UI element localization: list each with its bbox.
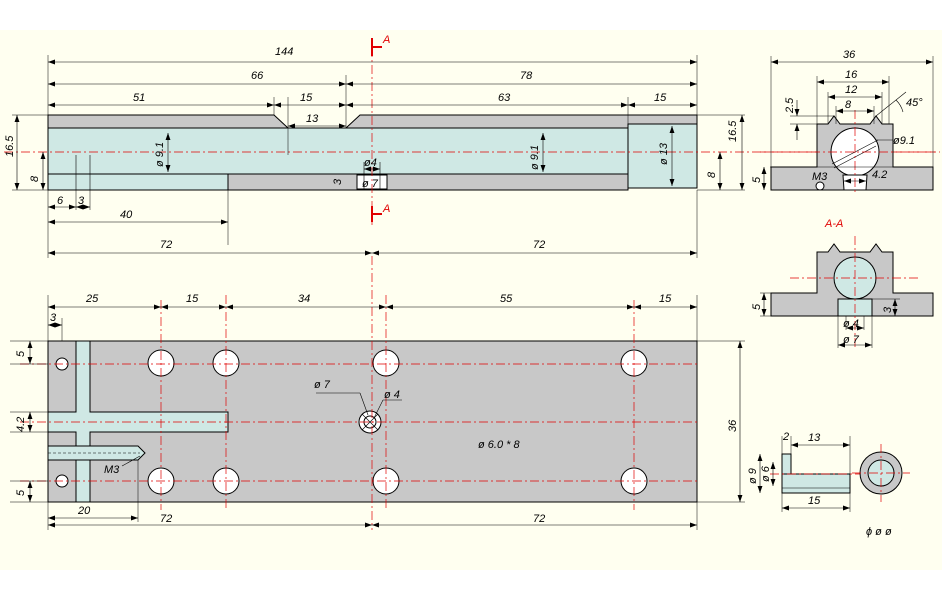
end-angle-45: 45° — [906, 97, 923, 109]
pin-dim-6: ø 6 — [760, 465, 772, 482]
dim-36-plan: 36 — [727, 419, 739, 432]
end-dim-12: 12 — [845, 84, 857, 96]
dim-20: 20 — [77, 505, 91, 517]
front-bore-channel — [47, 127, 629, 175]
dim-25: 25 — [85, 293, 99, 305]
dim-height-16-5-right: 16.5 — [727, 120, 739, 142]
dim-slot-40: 40 — [120, 209, 133, 221]
section-view: A-A 5 3 ø 4 ø 7 — [751, 218, 934, 350]
end-dim-16: 16 — [845, 69, 858, 81]
dim-half-right: 72 — [533, 239, 545, 251]
section-marker-bottom: A — [382, 203, 390, 215]
pin-dim-9: ø 9 — [747, 468, 759, 484]
section-dim-3: 3 — [882, 306, 894, 313]
dim-bore-left: ø 9.1 — [154, 142, 166, 167]
end-thread-label: M3 — [812, 171, 828, 183]
dim-slot-13: 13 — [306, 113, 319, 125]
footer-symbols: ϕ ø ø — [866, 526, 892, 538]
dim-51: 51 — [133, 92, 145, 104]
pin-detail: 2 13 ø 9 ø 6 15 — [747, 431, 910, 512]
dim-hole-7: ø 7 — [362, 178, 379, 190]
hole-pattern-label: ø 6.0 * 8 — [478, 439, 520, 451]
pin-dim-13: 13 — [808, 432, 821, 444]
dim-half-left-plan: 72 — [160, 513, 172, 525]
dim-counterbore: ø 13 — [658, 142, 670, 165]
plan-thread-channel — [47, 445, 146, 461]
section-title: A-A — [824, 218, 843, 230]
section-dim-5: 5 — [751, 303, 763, 310]
dim-15b-plan: 15 — [659, 293, 672, 305]
pin-dim-15: 15 — [808, 495, 821, 507]
dim-15a-plan: 15 — [186, 293, 199, 305]
front-counterbore — [627, 123, 698, 189]
pin-shaft — [781, 473, 851, 494]
dim-half-right-plan: 72 — [533, 513, 545, 525]
dim-66: 66 — [251, 70, 264, 82]
center-hole-outer-label: ø 7 — [314, 379, 331, 391]
dim-hole-4: ø4 — [364, 157, 377, 169]
front-lower-right — [227, 173, 629, 191]
dim-height-8: 8 — [29, 175, 41, 182]
plan-view: 25 15 34 55 15 3 5 4.2 5 36 — [10, 256, 745, 530]
dim-34: 34 — [298, 293, 310, 305]
center-hole-inner-label: ø 4 — [384, 389, 400, 401]
dim-height-16-5: 16.5 — [4, 135, 16, 157]
end-bore-label: ø9.1 — [893, 135, 915, 147]
thread-label: M3 — [104, 464, 120, 476]
dim-5-bottom: 5 — [15, 489, 27, 496]
end-dim-5: 5 — [751, 176, 763, 183]
pin-dim-2: 2 — [782, 431, 789, 443]
section-hole-7: ø 7 — [843, 334, 860, 346]
end-dim-36: 36 — [843, 49, 856, 61]
dim-step-3: 3 — [78, 195, 85, 207]
front-lower-left — [47, 173, 229, 191]
dim-depth-3: 3 — [332, 178, 344, 185]
end-dim-2-5: 2.5 — [784, 97, 796, 114]
dim-55: 55 — [500, 293, 513, 305]
dim-63: 63 — [498, 92, 511, 104]
dim-78: 78 — [520, 70, 533, 82]
dim-15a: 15 — [300, 92, 313, 104]
dim-height-8-right: 8 — [706, 171, 718, 178]
dim-bore-right: ø 9.1 — [529, 145, 541, 170]
dim-4-2-plan: 4.2 — [15, 417, 27, 432]
dim-overall-144: 144 — [275, 46, 293, 58]
dim-5-top: 5 — [15, 350, 27, 357]
dim-half-left: 72 — [160, 239, 172, 251]
end-view: 36 16 12 8 2.5 45° ø9.1 5 M3 — [751, 49, 935, 195]
end-dim-4-2: 4.2 — [872, 169, 887, 181]
end-dim-8: 8 — [845, 99, 852, 111]
section-marker-top: A — [382, 34, 390, 46]
dim-15b: 15 — [654, 92, 667, 104]
dim-step-6: 6 — [57, 195, 64, 207]
dim-3-plan: 3 — [50, 312, 57, 324]
section-hole-4: ø 4 — [843, 318, 859, 330]
front-view: A A 144 66 78 51 15 63 15 13 16. — [4, 34, 940, 258]
